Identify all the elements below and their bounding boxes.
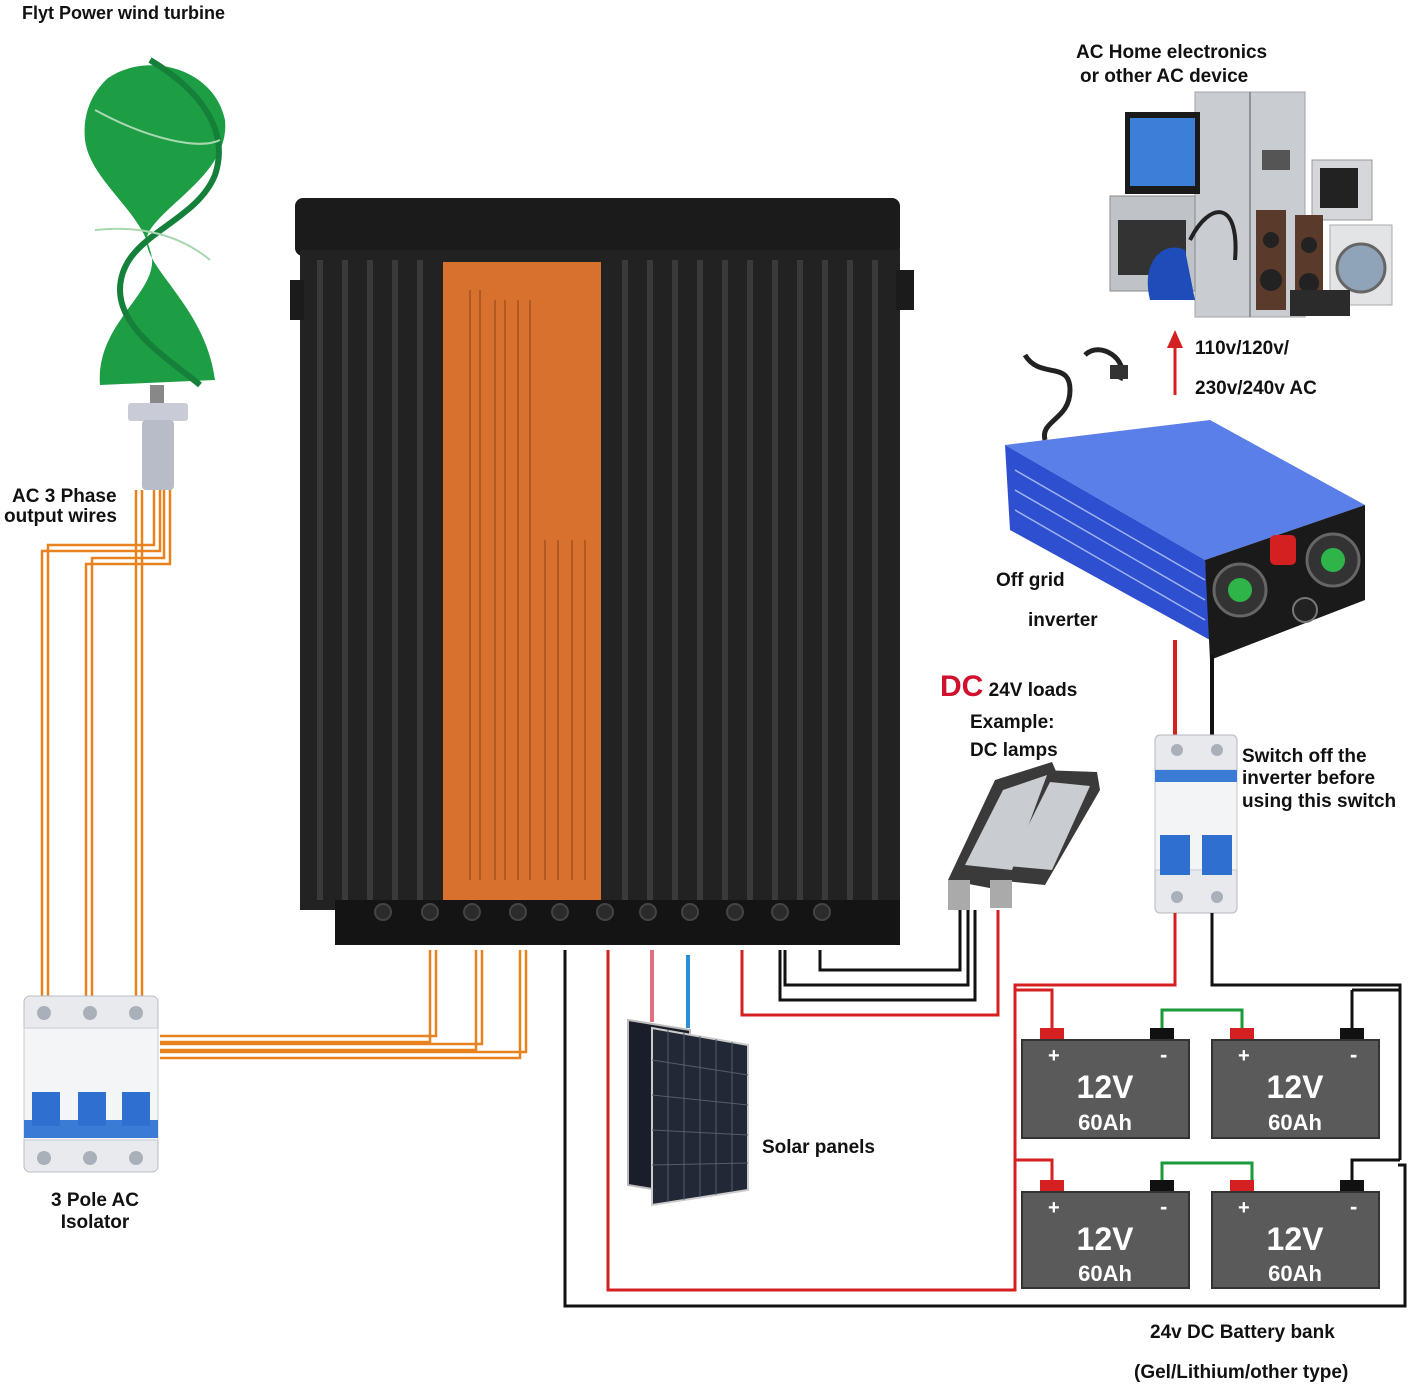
off-grid-inverter [1005, 347, 1365, 660]
solar-panels [627, 1018, 749, 1207]
ac-arrow [1167, 330, 1183, 395]
battery-4 [1211, 1180, 1380, 1289]
controller-label-plate [443, 262, 601, 902]
battery-1-minus: - [1160, 1042, 1167, 1067]
battery-1-capacity: 60Ah [1078, 1110, 1132, 1135]
battery-3-capacity: 60Ah [1078, 1261, 1132, 1286]
battery-1-plus: + [1048, 1045, 1060, 1067]
battery-bank [1021, 1028, 1380, 1289]
ac-wires-label-line1: AC 3 Phase [12, 486, 117, 507]
inverter-label-line2: inverter [1028, 610, 1098, 631]
dc-breaker [1154, 734, 1238, 914]
battery-3 [1021, 1180, 1190, 1289]
ac-wires-label-line2: output wires [4, 506, 117, 527]
isolator-label-line2: Isolator [60, 1212, 130, 1233]
ac-wires [40, 490, 528, 1060]
charge-controller [290, 198, 914, 945]
battery-4-plus: + [1238, 1197, 1250, 1219]
ac-device-label-line1: AC Home electronics [1076, 42, 1268, 63]
battery-4-capacity: 60Ah [1268, 1261, 1322, 1286]
ac-voltage-label-line2: 230v/240v AC [1195, 378, 1317, 399]
battery-2 [1211, 1028, 1380, 1139]
battery-2-minus: - [1350, 1042, 1357, 1067]
battery-1 [1021, 1028, 1190, 1139]
solar-label: Solar panels [762, 1137, 875, 1158]
dc-lamps [948, 762, 1100, 910]
battery-3-plus: + [1048, 1197, 1060, 1219]
ac-voltage-label-line1: 110v/120v/ [1195, 338, 1290, 359]
battery-4-voltage: 12V [1267, 1221, 1325, 1257]
wind-turbine [84, 57, 226, 490]
isolator-label-line1: 3 Pole AC [51, 1190, 139, 1211]
switch-label-line3: using this switch [1242, 791, 1397, 812]
ac-appliances [1109, 91, 1393, 318]
battery-4-minus: - [1350, 1194, 1357, 1219]
ac-isolator [23, 995, 159, 1173]
battery-3-voltage: 12V [1077, 1221, 1135, 1257]
battery-3-minus: - [1160, 1194, 1167, 1219]
battery-2-voltage: 12V [1267, 1069, 1325, 1105]
battery-1-voltage: 12V [1077, 1069, 1135, 1105]
dc-lamps-label: DC lamps [970, 740, 1058, 761]
dc-prefix: DC [940, 670, 984, 703]
switch-label-line2: inverter before [1242, 768, 1376, 789]
dc-loads-text: 24V loads [988, 680, 1078, 701]
battery-bank-label-line1: 24v DC Battery bank [1150, 1322, 1335, 1343]
dc-example-label: Example: [970, 712, 1055, 733]
wind-turbine-label: Flyt Power wind turbine [22, 3, 226, 23]
battery-2-plus: + [1238, 1045, 1250, 1067]
inverter-label-line1: Off grid [996, 570, 1065, 591]
ac-device-label-line2: or other AC device [1080, 66, 1249, 87]
battery-bank-label-line2: (Gel/Lithium/other type) [1134, 1362, 1349, 1383]
switch-label-line1: Switch off the [1242, 746, 1367, 767]
battery-2-capacity: 60Ah [1268, 1110, 1322, 1135]
dc-loads-label: DC 24V loads [940, 672, 1078, 702]
